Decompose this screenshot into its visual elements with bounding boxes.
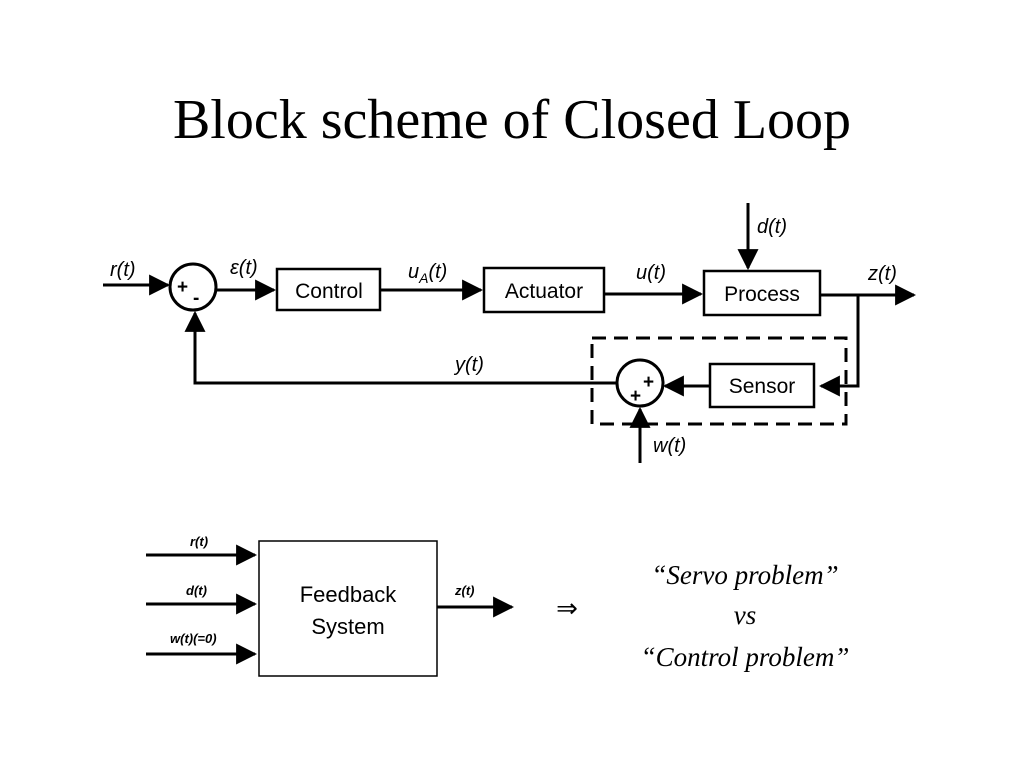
note-control-problem: “Control problem” <box>641 642 850 672</box>
measurement-dashed-box <box>590 336 848 426</box>
sensor-label: Sensor <box>729 375 796 398</box>
process-block <box>702 269 822 317</box>
signal-u-label: u(t) <box>636 262 666 284</box>
overview-output-label: z(t) <box>454 583 475 598</box>
signal-d-label: d(t) <box>757 216 787 238</box>
process-label: Process <box>724 283 800 306</box>
note-servo-problem: “Servo problem” <box>651 560 838 590</box>
summing-junction-error <box>168 262 218 312</box>
implies-arrow: ⇒ <box>556 594 578 624</box>
signal-r-label: r(t) <box>110 259 136 281</box>
feedback-block-line1: Feedback <box>300 582 398 607</box>
slide-title: Block scheme of Closed Loop <box>172 89 852 151</box>
feedback-system-overview <box>146 540 515 677</box>
closed-loop-diagram <box>103 203 917 463</box>
signal-w-label: w(t) <box>653 435 686 457</box>
actuator-block <box>482 266 606 314</box>
overview-input-label-2: d(t) <box>186 583 207 598</box>
signal-y-label: y(t) <box>453 354 484 376</box>
control-label: Control <box>295 280 363 303</box>
note-versus: vs <box>734 600 757 630</box>
output-to-sensor-line <box>818 295 860 397</box>
signal-epsilon-label: ε(t) <box>230 257 258 279</box>
signal-z-label: z(t) <box>867 263 897 285</box>
overview-input-label-3: w(t)(=0) <box>170 631 217 646</box>
sum1-minus-sign: - <box>193 288 199 309</box>
signal-ua-label: uA(t) <box>408 261 447 286</box>
actuator-label: Actuator <box>505 280 583 303</box>
sum2-plus-sign-b: + <box>630 386 641 407</box>
sum2-plus-sign-a: + <box>643 372 654 393</box>
overview-input-label-1: r(t) <box>190 534 208 549</box>
feedback-line <box>184 310 617 385</box>
feedback-block-line2: System <box>311 614 384 639</box>
sum1-plus-sign: + <box>177 277 188 298</box>
feedback-system-block <box>258 540 438 677</box>
